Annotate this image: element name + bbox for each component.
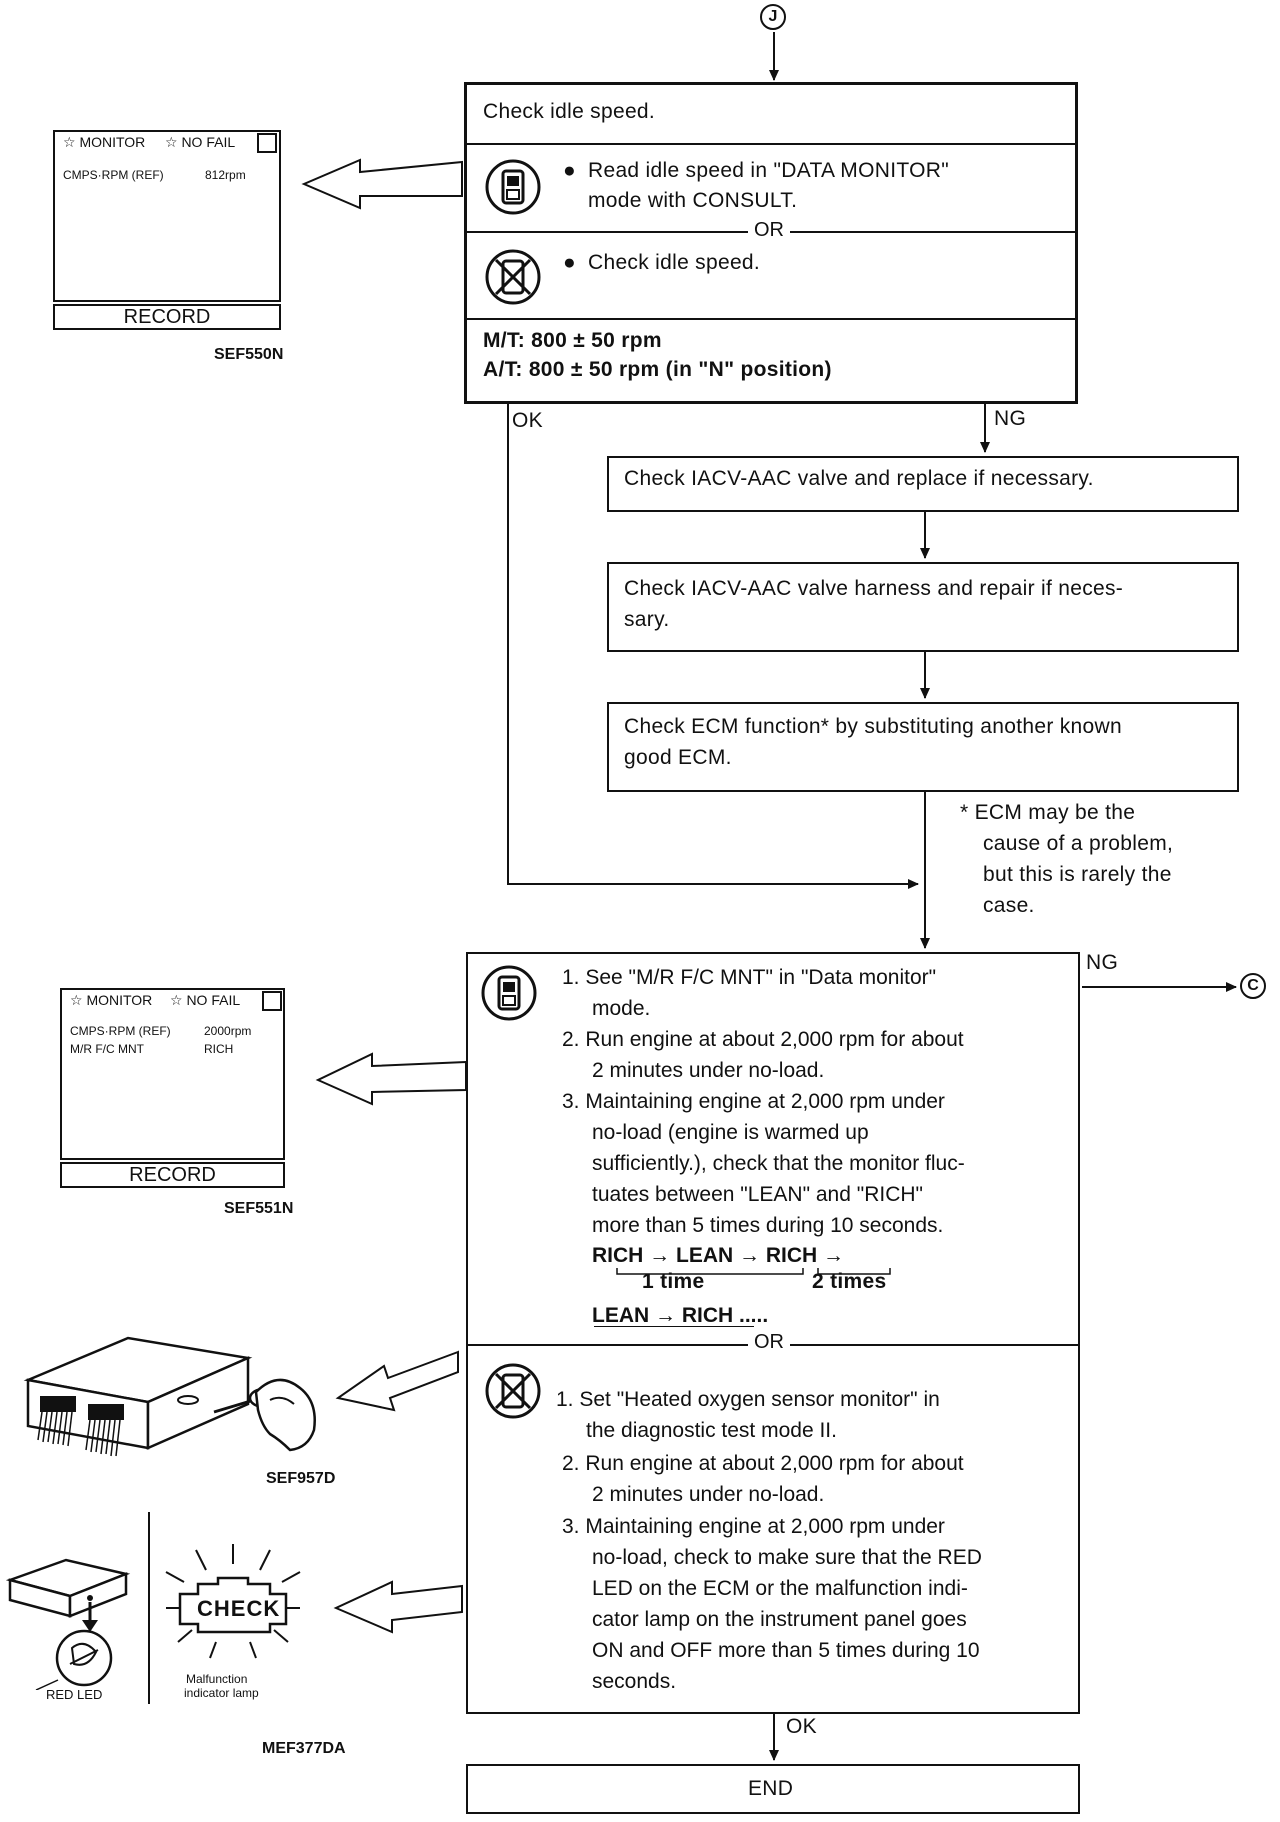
data-monitor-screen-1 — [53, 130, 281, 302]
monitor1-header-nofail: ☆ NO FAIL — [165, 134, 236, 150]
monitor2-header-monitor: ☆ MONITOR — [70, 992, 153, 1008]
figure-divider — [148, 1512, 150, 1704]
harness-text-2: sary. — [624, 608, 670, 631]
note-line-3: but this is rarely the — [983, 863, 1172, 886]
test-step2-line1: 2. Run engine at about 2,000 rpm for abo… — [562, 1452, 964, 1475]
monitor2-row1-value: 2000rpm — [204, 1024, 252, 1038]
monitor1-row1-label: CMPS·RPM (REF) — [63, 168, 164, 182]
no-consult-icon — [485, 249, 541, 305]
bullet-2: ● — [563, 251, 576, 274]
mil-label-2: indicator lamp — [184, 1686, 259, 1700]
test-step1-line2: the diagnostic test mode II. — [586, 1419, 837, 1442]
monitor2-row1-label: CMPS·RPM (REF) — [70, 1024, 171, 1038]
ecm-caption: SEF957D — [266, 1470, 336, 1487]
mil-label-1: Malfunction — [186, 1672, 248, 1686]
end-box — [466, 1764, 1080, 1814]
consult-icon — [485, 159, 541, 215]
monitor1-checkbox — [257, 133, 277, 153]
hollow-arrow-1 — [301, 158, 463, 210]
check-idle-speed-box — [464, 82, 1078, 404]
ng-label-2: NG — [1086, 951, 1119, 974]
harness-box — [607, 562, 1239, 652]
monitor2-row2-value: RICH — [204, 1042, 234, 1056]
spec-mt: M/T: 800 ± 50 rpm — [483, 329, 662, 352]
or-label-2: OR — [748, 1331, 790, 1354]
red-led-label: RED LED — [46, 1687, 103, 1702]
sequence-rich-lean: RICH → LEAN → RICH → — [592, 1244, 844, 1267]
note-line-1: * ECM may be the — [960, 801, 1136, 824]
ecm-unit-illustration — [23, 1336, 316, 1457]
test-step3-line4: cator lamp on the instrument panel goes — [592, 1608, 967, 1631]
monitor2-row2-label: M/R F/C MNT — [70, 1042, 144, 1056]
test-step3-line3: LED on the ECM or the malfunction indi- — [592, 1577, 968, 1600]
step3-line2: no-load (engine is warmed up — [592, 1121, 869, 1144]
spec-at: A/T: 800 ± 50 rpm (in "N" position) — [483, 358, 832, 381]
or-label-1: OR — [748, 219, 790, 242]
box1-header: Check idle speed. — [483, 100, 656, 123]
test-step3-line2: no-load, check to make sure that the RED — [592, 1546, 982, 1569]
step3-line5: more than 5 times during 10 seconds. — [592, 1214, 944, 1237]
test-step1-line1: 1. Set "Heated oxygen sensor monitor" in — [556, 1388, 940, 1411]
ecm-check-box — [607, 702, 1239, 792]
note-line-2: cause of a problem, — [983, 832, 1174, 855]
connector-c: C — [1240, 973, 1266, 999]
iacv-box — [607, 456, 1239, 512]
consult-instruction-1: Read idle speed in "DATA MONITOR" — [588, 159, 949, 182]
hollow-arrow-4 — [333, 1580, 463, 1634]
data-monitor-screen-2 — [60, 988, 285, 1160]
no-consult-icon-2 — [485, 1363, 541, 1419]
ok-label-1: OK — [512, 409, 543, 432]
monitor2-record-button: RECORD — [60, 1162, 285, 1188]
monitor2-checkbox — [262, 991, 282, 1011]
monitor2-caption: SEF551N — [224, 1200, 294, 1217]
hollow-arrow-3 — [335, 1350, 459, 1412]
step3-line1: 3. Maintaining engine at 2,000 rpm under — [562, 1090, 945, 1113]
step3-line4: tuates between "LEAN" and "RICH" — [592, 1183, 923, 1206]
test-step3-line1: 3. Maintaining engine at 2,000 rpm under — [562, 1515, 945, 1538]
iacv-text: Check IACV-AAC valve and replace if nece… — [624, 467, 1094, 490]
box1-divider-2 — [466, 318, 1076, 320]
ecm-text-1: Check ECM function* by substituting anot… — [624, 715, 1122, 738]
sequence-lean-rich: LEAN → RICH ..... — [592, 1304, 769, 1327]
check-engine-lamp-illustration — [165, 1544, 301, 1659]
step1-line2: mode. — [592, 997, 651, 1020]
monitor1-caption: SEF550N — [214, 346, 284, 363]
red-led-illustration — [6, 1558, 131, 1690]
monitor2-header-nofail: ☆ NO FAIL — [170, 992, 241, 1008]
consult-instruction-2: mode with CONSULT. — [588, 189, 798, 212]
sequence-2-times: 2 times — [812, 1270, 887, 1293]
harness-text-1: Check IACV-AAC valve harness and repair … — [624, 577, 1124, 600]
bullet-1: ● — [563, 159, 576, 182]
no-consult-instruction: Check idle speed. — [588, 251, 761, 274]
note-line-4: case. — [983, 894, 1035, 917]
test-step3-line5: ON and OFF more than 5 times during 10 — [592, 1639, 980, 1662]
step3-line3: sufficiently.), check that the monitor f… — [592, 1152, 965, 1175]
ok-label-2: OK — [786, 1715, 817, 1738]
test-step2-line2: 2 minutes under no-load. — [592, 1483, 825, 1506]
check-lamp-text: CHECK — [197, 1596, 281, 1621]
ecm-text-2: good ECM. — [624, 746, 732, 769]
sequence-underline — [594, 1326, 754, 1327]
connector-j: J — [760, 4, 786, 30]
test-step3-line6: seconds. — [592, 1670, 677, 1693]
ng-label-1: NG — [994, 407, 1027, 430]
step2-line2: 2 minutes under no-load. — [592, 1059, 825, 1082]
monitor1-header-monitor: ☆ MONITOR — [63, 134, 146, 150]
monitor1-row1-value: 812rpm — [205, 168, 246, 182]
step2-line1: 2. Run engine at about 2,000 rpm for abo… — [562, 1028, 964, 1051]
step1-line1: 1. See "M/R F/C MNT" in "Data monitor" — [562, 966, 937, 989]
line-ok-path — [507, 402, 919, 889]
box1-divider-1 — [466, 143, 1076, 145]
consult-icon-2 — [481, 965, 537, 1021]
hollow-arrow-2 — [315, 1052, 467, 1106]
led-caption: MEF377DA — [262, 1740, 346, 1757]
end-label: END — [748, 1777, 794, 1800]
monitor1-record-button: RECORD — [53, 304, 281, 330]
sequence-1-time: 1 time — [642, 1270, 705, 1293]
